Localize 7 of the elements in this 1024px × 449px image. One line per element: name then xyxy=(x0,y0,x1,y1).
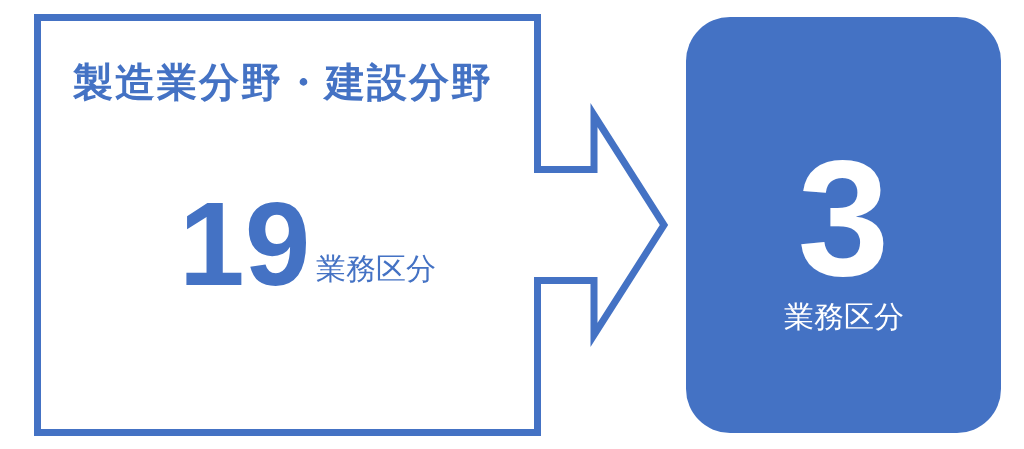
outlined-panel xyxy=(34,14,541,436)
count-number: 19 xyxy=(179,185,311,303)
heading: 製造業分野・建設分野 xyxy=(71,62,494,102)
count-number: 3 xyxy=(797,136,890,301)
unit-label: 業務区分 xyxy=(782,302,905,332)
rounded-card xyxy=(686,17,1001,433)
unit-label: 業務区分 xyxy=(316,254,436,284)
